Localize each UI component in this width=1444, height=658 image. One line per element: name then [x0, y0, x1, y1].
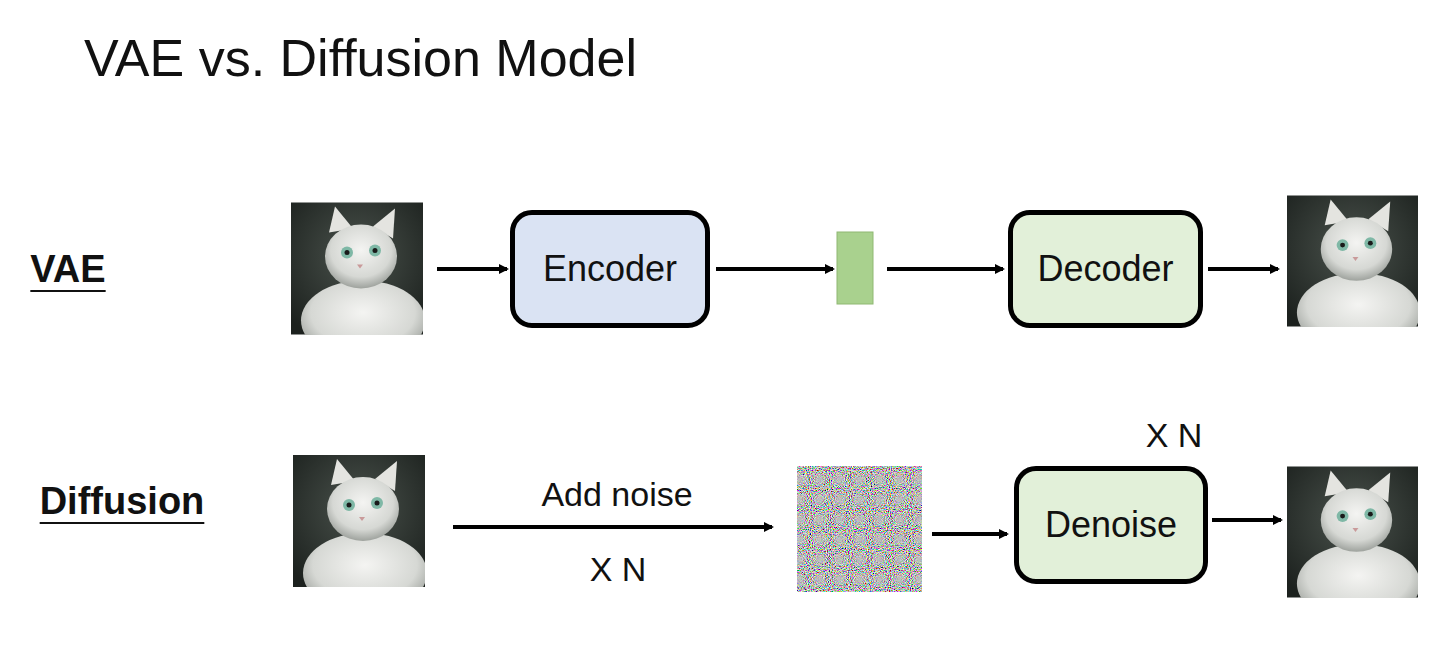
box-content: Denoise — [1039, 504, 1183, 546]
process-box: Decoder — [1008, 210, 1203, 328]
row-label: Diffusion — [40, 480, 205, 523]
process-box: Encoder — [510, 210, 710, 328]
noise-image — [797, 466, 922, 592]
latent-vector — [837, 232, 873, 304]
box-label: Encoder — [537, 248, 683, 290]
step-label: Add noise — [541, 475, 692, 514]
cat-image — [1287, 196, 1420, 353]
cat-image — [293, 455, 427, 613]
box-label: Decoder — [1031, 248, 1179, 290]
process-box: Denoise — [1014, 466, 1208, 584]
box-content: Encoder — [537, 248, 683, 290]
repeat-label: X N — [590, 550, 647, 589]
cat-image — [1287, 467, 1420, 624]
row-label: VAE — [30, 248, 105, 291]
repeat-label: X N — [1146, 416, 1203, 455]
box-content: Decoder — [1031, 248, 1179, 290]
slide-title: VAE vs. Diffusion Model — [84, 28, 637, 88]
box-label: Denoise — [1039, 504, 1183, 546]
cat-image — [291, 203, 425, 361]
